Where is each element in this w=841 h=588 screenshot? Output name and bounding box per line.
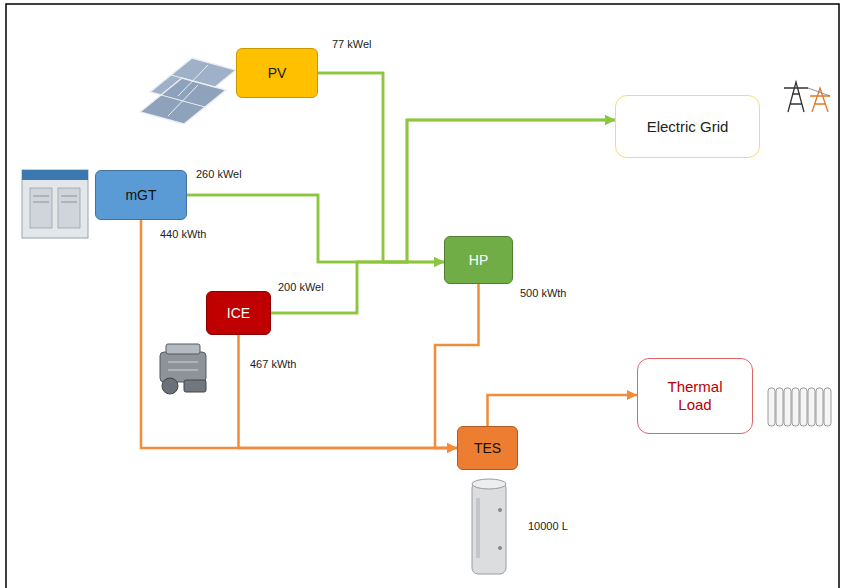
power-rating: 467 kWth <box>250 358 296 371</box>
tank-picture-part <box>476 498 480 558</box>
radiator-picture-part <box>776 388 783 426</box>
engine-picture-part <box>168 370 198 371</box>
power-rating: 200 kWel <box>278 281 324 294</box>
engine-picture-part <box>160 352 206 382</box>
storage-box: TES <box>457 426 518 470</box>
power-rating: 440 kWth <box>160 228 206 241</box>
radiator-picture-part <box>768 388 775 426</box>
microturbine-picture-part <box>22 170 88 238</box>
microturbine-picture-part <box>33 202 49 203</box>
node-label: PV <box>268 65 287 82</box>
pylon-picture-part <box>808 88 830 96</box>
solar-panel-picture-part <box>140 78 226 124</box>
microturbine-picture-part <box>58 188 80 228</box>
engine-picture-part <box>184 380 206 392</box>
solar-panel-picture-part <box>178 65 208 96</box>
engine-picture-part <box>168 362 198 363</box>
tank-picture-part <box>498 546 502 550</box>
power-rating: 10000 L <box>528 520 568 533</box>
solar-panel-picture <box>140 58 236 124</box>
engine-picture-part <box>162 378 178 394</box>
source-box: ICE <box>206 291 271 335</box>
radiator-picture-part <box>792 388 799 426</box>
power-flow-line <box>187 120 615 262</box>
pylon-picture <box>784 82 830 112</box>
node-label: TES <box>474 440 501 457</box>
power-rating: 500 kWth <box>520 287 566 300</box>
microturbine-picture <box>22 170 88 238</box>
radiator-picture-part <box>816 388 823 426</box>
radiator-picture-part <box>800 388 807 426</box>
power-rating: 260 kWel <box>196 168 242 181</box>
power-flow-line <box>271 120 615 313</box>
radiator-picture-part <box>808 388 815 426</box>
radiator-picture-part <box>784 388 791 426</box>
node-label: ICE <box>227 305 250 322</box>
load-box: Thermal Load <box>637 358 753 434</box>
heat-flow-line <box>239 335 458 448</box>
power-flow-line <box>318 73 615 262</box>
engine-picture-part <box>166 344 200 354</box>
heat-flow-line <box>435 284 479 448</box>
source-box: PV <box>236 48 318 98</box>
power-flow-line <box>318 73 444 262</box>
pylon-picture-part <box>810 88 830 112</box>
node-label: mGT <box>125 187 156 204</box>
source-box: mGT <box>95 170 187 220</box>
solar-panel-picture-part <box>168 85 198 116</box>
tank-picture <box>472 479 506 574</box>
radiator-picture-part <box>824 388 831 426</box>
tank-picture-part <box>472 482 506 574</box>
microturbine-picture-part <box>30 188 52 228</box>
radiator-picture <box>768 388 831 426</box>
heat-flow-line <box>488 395 638 426</box>
power-flow-line <box>271 262 444 313</box>
node-label: Thermal Load <box>667 378 722 414</box>
engine-picture <box>160 344 206 394</box>
power-flow-line <box>187 195 444 262</box>
node-label: Electric Grid <box>647 118 729 136</box>
heat-flow-line <box>141 220 457 448</box>
pylon-picture-part <box>784 82 808 112</box>
power-rating: 77 kWel <box>332 38 372 51</box>
tank-picture-part <box>498 508 502 512</box>
grid-box: Electric Grid <box>615 95 760 158</box>
microturbine-picture-part <box>61 202 77 203</box>
microturbine-picture-part <box>22 170 88 180</box>
microturbine-picture-part <box>61 196 77 197</box>
tank-picture-part <box>472 479 506 489</box>
microturbine-picture-part <box>33 196 49 197</box>
node-label: HP <box>469 252 488 269</box>
frame <box>6 4 839 588</box>
heat-pump-box: HP <box>444 236 513 284</box>
